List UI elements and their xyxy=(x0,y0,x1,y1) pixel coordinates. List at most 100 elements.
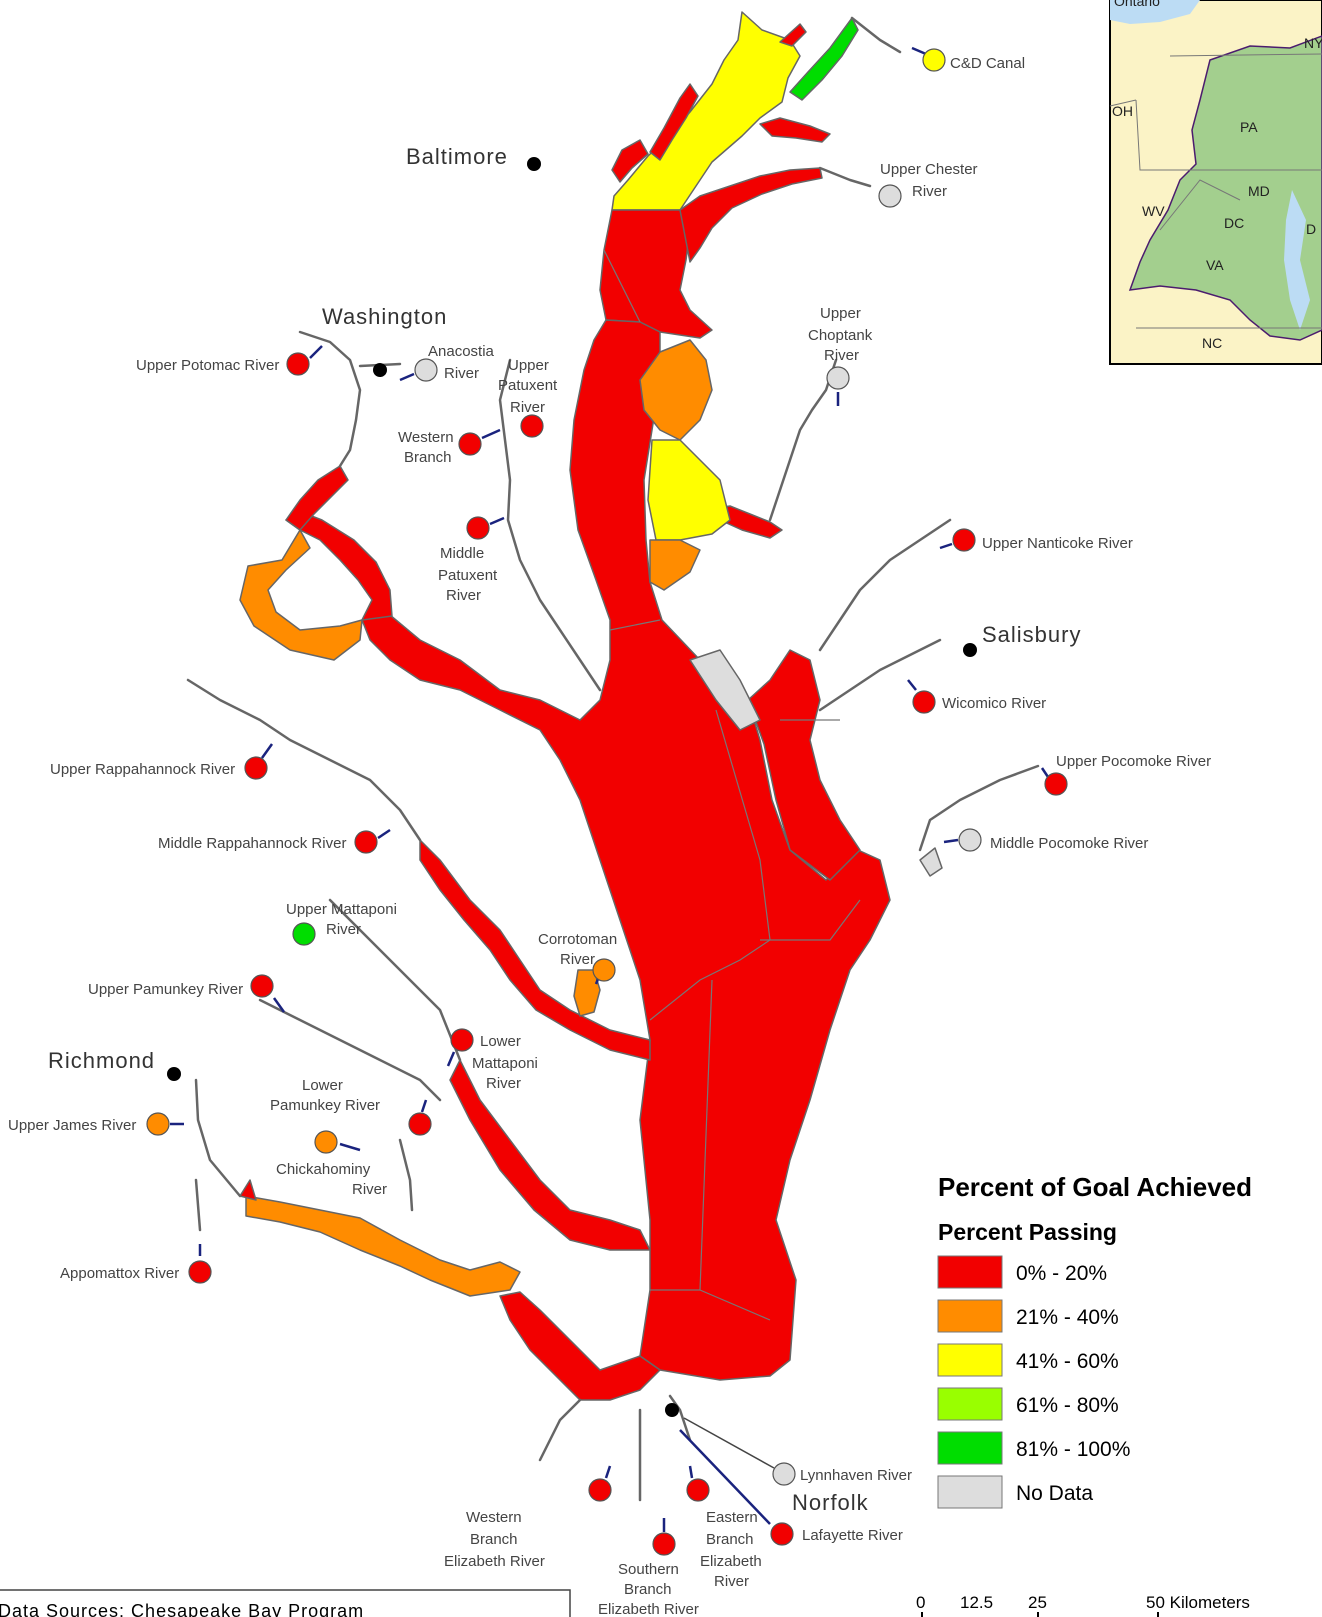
station-label: River xyxy=(510,399,545,416)
city-marker xyxy=(527,157,541,171)
station-chickahominy: Chickahominy River xyxy=(276,1130,387,1198)
station-label: Mattaponi xyxy=(472,1055,538,1072)
inset-label: D xyxy=(1306,221,1316,237)
station-upper-rappahannock: Upper Rappahannock River xyxy=(50,743,274,780)
station-label: River xyxy=(326,921,361,938)
data-source-note: Data Sources: Chesapeake Bay Program xyxy=(0,1601,364,1617)
scale-bar: 0 12.5 25 50 Kilometers xyxy=(916,1593,1250,1617)
station-marker xyxy=(652,1532,676,1556)
station-marker xyxy=(250,974,274,998)
legend-item-label: 0% - 20% xyxy=(1016,1262,1107,1285)
station-marker xyxy=(592,958,616,982)
legend-subtitle: Percent Passing xyxy=(938,1219,1117,1245)
locator-inset: Ontario NY OH PA MD WV DC D VA NC xyxy=(1109,0,1322,365)
city-baltimore: Baltimore xyxy=(406,144,541,171)
station-marker xyxy=(1044,772,1068,796)
station-label: Middle Pocomoke River xyxy=(990,835,1148,852)
cities: Baltimore Washington Salisbury Richmond … xyxy=(48,144,1081,1515)
inset-label: VA xyxy=(1206,257,1224,273)
segment-upper-creek-red xyxy=(779,23,807,47)
station-label: Upper xyxy=(508,357,549,374)
segment-rappahannock xyxy=(419,839,651,1061)
legend-swatch xyxy=(937,1475,1003,1509)
station-marker xyxy=(952,528,976,552)
legend-swatch xyxy=(937,1431,1003,1465)
inset-label: MD xyxy=(1248,183,1270,199)
station-label: Patuxent xyxy=(498,377,558,394)
station-label: Upper Mattaponi xyxy=(286,901,397,918)
station-upper-potomac: Upper Potomac River xyxy=(136,345,323,376)
station-label: River xyxy=(444,365,479,382)
station-marker xyxy=(292,922,316,946)
inset-label: OH xyxy=(1112,103,1133,119)
station-upper-pamunkey: Upper Pamunkey River xyxy=(88,974,286,1013)
station-marker xyxy=(912,690,936,714)
station-marker xyxy=(686,1478,710,1502)
station-label: Anacostia xyxy=(428,343,495,360)
city-label: Washington xyxy=(322,304,447,329)
station-eastern-branch-elizabeth: Eastern Branch Elizabeth River xyxy=(686,1465,762,1590)
station-label: Upper Chester xyxy=(880,161,978,178)
station-upper-mattaponi: Upper Mattaponi River xyxy=(286,901,397,946)
station-label: Branch xyxy=(470,1531,518,1548)
station-label: Elizabeth River xyxy=(444,1553,545,1570)
shoreline-tributaries xyxy=(186,16,1040,1502)
segment-elk-chester-head xyxy=(759,117,831,143)
segment-choptank-lower xyxy=(715,505,783,539)
station-appomattox: Appomattox River xyxy=(60,1244,212,1284)
station-label: Lafayette River xyxy=(802,1527,903,1544)
legend: Percent of Goal Achieved Percent Passing… xyxy=(937,1172,1252,1509)
city-label: Salisbury xyxy=(982,622,1081,647)
segment-upper-arm-green xyxy=(789,17,859,101)
station-upper-choptank: Upper Choptank River xyxy=(808,305,873,406)
station-label: River xyxy=(352,1181,387,1198)
segment-no-data-mid xyxy=(689,649,761,731)
scale-tick-label: 12.5 xyxy=(960,1593,993,1612)
legend-swatch xyxy=(937,1255,1003,1289)
scale-tick-label: 0 xyxy=(916,1593,925,1612)
station-label: Lower xyxy=(302,1077,343,1094)
legend-items: 0% - 20%21% - 40%41% - 60%61% - 80%81% -… xyxy=(937,1255,1130,1509)
segment-potomac-upper-orange xyxy=(239,529,363,661)
station-lower-pamunkey: Lower Pamunkey River xyxy=(270,1077,432,1136)
station-label: Upper Rappahannock River xyxy=(50,761,235,778)
station-middle-patuxent: Middle Patuxent River xyxy=(438,516,505,604)
station-label: River xyxy=(560,951,595,968)
stations: C&D Canal Upper Chester River Upper Poto… xyxy=(8,46,1211,1617)
segment-boundaries xyxy=(603,249,861,1321)
station-marker xyxy=(826,366,850,390)
station-label: Elizabeth xyxy=(700,1553,762,1570)
segment-james-orange xyxy=(245,1195,521,1297)
city-marker xyxy=(665,1403,679,1417)
scale-ticks xyxy=(921,1612,1159,1617)
segment-tangier-sound xyxy=(747,649,861,881)
station-marker xyxy=(466,516,490,540)
station-label: River xyxy=(912,183,947,200)
inset-label: DC xyxy=(1224,215,1244,231)
station-label: Middle xyxy=(440,545,484,562)
segment-bush-river xyxy=(649,83,699,161)
station-label: Upper xyxy=(820,305,861,322)
station-label: Upper James River xyxy=(8,1117,136,1134)
scale-tick-label: 50 Kilometers xyxy=(1146,1593,1250,1612)
legend-swatch xyxy=(937,1299,1003,1333)
station-label: Lynnhaven River xyxy=(800,1467,912,1484)
legend-item-label: No Data xyxy=(1016,1482,1093,1505)
station-marker xyxy=(458,432,482,456)
inset-watershed xyxy=(1128,35,1322,341)
legend-item-label: 61% - 80% xyxy=(1016,1394,1119,1417)
station-marker xyxy=(770,1522,794,1546)
city-richmond: Richmond xyxy=(48,1048,181,1081)
station-marker xyxy=(408,1112,432,1136)
station-label: River xyxy=(446,587,481,604)
inset-label: Ontario xyxy=(1114,0,1160,9)
inset-lake-ontario xyxy=(1110,0,1200,24)
station-label: Wicomico River xyxy=(942,695,1046,712)
station-label: Eastern xyxy=(706,1509,758,1526)
station-marker xyxy=(354,830,378,854)
city-norfolk: Norfolk xyxy=(665,1403,868,1515)
station-label: Elizabeth River xyxy=(598,1601,699,1617)
station-lynnhaven: Lynnhaven River xyxy=(683,1417,912,1486)
data-source-box: Data Sources: Chesapeake Bay Program xyxy=(0,1589,571,1617)
